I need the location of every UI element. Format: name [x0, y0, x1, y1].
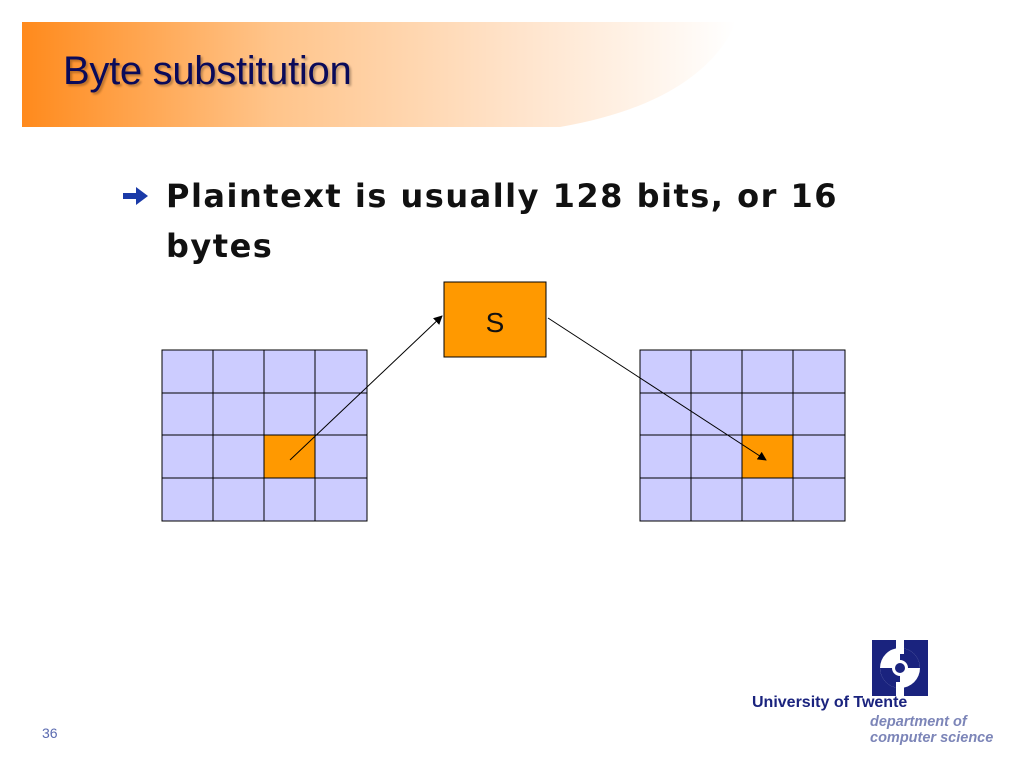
bullet-text: Plaintext is usually 128 bits, or 16 byt…	[166, 177, 839, 265]
input-to-sbox-arrow	[289, 315, 443, 461]
university-emblem-icon	[872, 640, 928, 696]
department-line-2: computer science	[870, 730, 994, 746]
arrow-right-icon	[123, 187, 148, 205]
department-name: department of computer science	[870, 714, 993, 746]
input-state-grid	[161, 349, 368, 522]
slide-title: Byte substitution	[63, 49, 352, 93]
output-state-grid	[639, 349, 846, 522]
title-banner	[22, 22, 736, 127]
input-highlight-byte	[263, 434, 316, 479]
output-highlight-byte	[741, 434, 794, 479]
department-line-1: department of	[870, 714, 967, 730]
sbox-to-output-arrow	[547, 317, 767, 461]
university-name: University of Twente	[752, 694, 908, 711]
s-box: S	[443, 281, 547, 358]
s-box-label: S	[486, 307, 505, 338]
university-logo: University of Twente department of compu…	[752, 640, 1012, 750]
slide-number: 36	[42, 725, 58, 741]
